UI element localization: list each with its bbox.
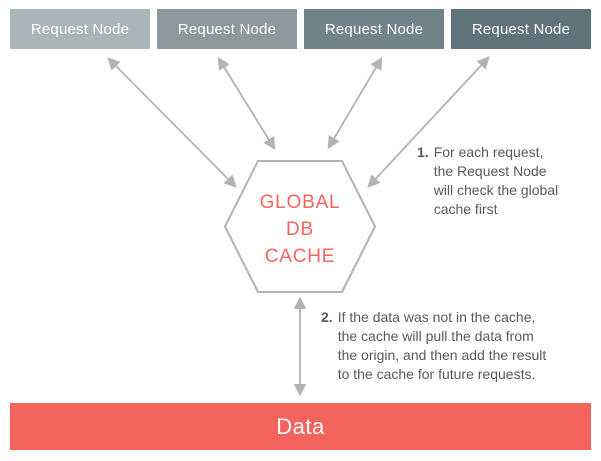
global-cache-hexagon <box>223 160 377 293</box>
data-bar-label: Data <box>276 413 325 439</box>
data-origin-bar: Data <box>10 403 591 450</box>
request-node-label: Request Node <box>324 20 424 38</box>
request-node-label: Request Node <box>30 20 130 38</box>
request-node-box-3: Request Node <box>304 9 444 49</box>
request-node-label: Request Node <box>471 20 571 38</box>
annotation-2-text: If the data was not in the cache, the ca… <box>337 309 547 382</box>
hex-label-line3: CACHE <box>264 246 336 267</box>
request-node-box-4: Request Node <box>451 9 591 49</box>
request-node-label: Request Node <box>177 20 277 38</box>
request-node-box-1: Request Node <box>10 9 150 49</box>
bidirectional-arrow-node4-cache <box>367 56 490 188</box>
bidirectional-arrow-node1-cache <box>107 57 237 188</box>
bidirectional-arrow-node2-cache <box>217 56 276 151</box>
annotation-2-number: 2. <box>321 309 333 325</box>
request-node-row: Request Node Request Node Request Node R… <box>10 9 591 49</box>
bidirectional-arrow-node3-cache <box>327 56 383 150</box>
annotation-1-text: For each request, the Request Node will … <box>433 144 559 217</box>
hex-label-line1: GLOBAL <box>259 192 341 213</box>
global-db-cache-label: GLOBAL DB CACHE <box>225 189 375 270</box>
request-node-box-2: Request Node <box>157 9 297 49</box>
annotation-step-1: 1. For each request, the Request Node wi… <box>417 143 558 219</box>
annotation-1-number: 1. <box>417 144 429 160</box>
annotation-step-2: 2. If the data was not in the cache, the… <box>321 308 546 384</box>
hex-label-line2: DB <box>286 219 314 240</box>
